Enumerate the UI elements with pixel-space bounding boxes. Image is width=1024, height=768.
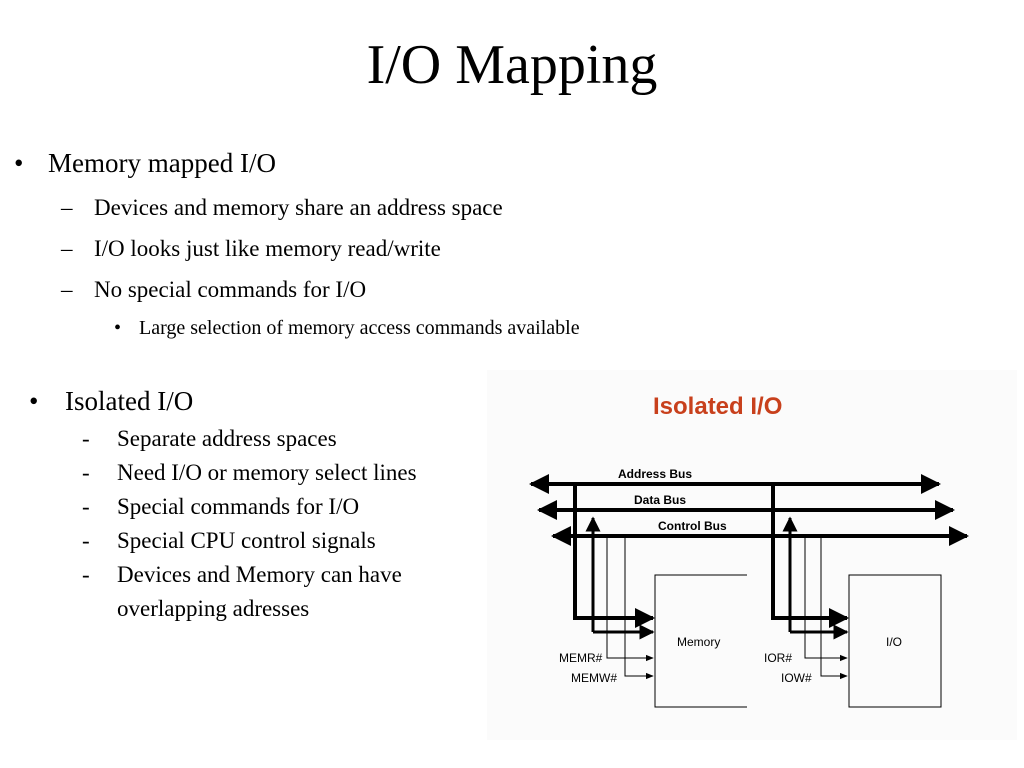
list-item: No special commands for I/O — [94, 277, 367, 302]
section-heading-isolated-io: Isolated I/O — [65, 386, 194, 416]
diagram-title: Isolated I/O — [653, 393, 782, 420]
control-bus-label: Control Bus — [658, 519, 727, 533]
list-item-continuation: overlapping adresses — [117, 596, 310, 621]
bullet-endash: – — [61, 277, 73, 302]
io-label: I/O — [886, 635, 902, 649]
list-item: I/O looks just like memory read/write — [94, 236, 441, 261]
ior-line — [804, 536, 848, 662]
bullet-dot: • — [29, 386, 39, 416]
memory-label: Memory — [677, 635, 720, 649]
bullet-dash: - — [82, 528, 90, 553]
list-item: Need I/O or memory select lines — [117, 460, 417, 485]
list-item: Special CPU control signals — [117, 528, 376, 553]
io-box — [848, 574, 942, 708]
iow-label: IOW# — [781, 671, 812, 685]
io-address-connection — [771, 484, 849, 628]
list-item: Special commands for I/O — [117, 494, 360, 519]
bullet-dash: - — [82, 460, 90, 485]
isolated-io-diagram: Isolated I/O Address Bus Data Bus Contro… — [487, 370, 1017, 740]
bullet-dot: • — [14, 148, 24, 178]
list-subitem: Large selection of memory access command… — [139, 317, 580, 339]
address-bus-label: Address Bus — [618, 467, 692, 481]
slide-title: I/O Mapping — [366, 34, 658, 96]
section-heading-memory-mapped: Memory mapped I/O — [48, 148, 276, 178]
bullet-endash: – — [61, 236, 73, 261]
bullet-endash: – — [61, 195, 73, 220]
memory-address-connection — [573, 484, 655, 628]
memr-label: MEMR# — [559, 651, 603, 665]
ior-label: IOR# — [764, 651, 792, 665]
memw-line — [624, 536, 654, 680]
list-item: Devices and memory share an address spac… — [94, 195, 503, 220]
memw-label: MEMW# — [571, 671, 617, 685]
memr-line — [606, 536, 654, 662]
iow-line — [820, 536, 848, 680]
list-item: Separate address spaces — [117, 426, 337, 451]
data-bus-label: Data Bus — [634, 493, 686, 507]
diagram-svg: Isolated I/O Address Bus Data Bus Contro… — [529, 393, 969, 708]
bullet-dash: - — [82, 562, 90, 587]
bullet-dash: - — [82, 494, 90, 519]
bullet-dot: • — [114, 317, 122, 339]
list-item: Devices and Memory can have — [117, 562, 402, 587]
memory-box — [654, 574, 747, 708]
bullet-dash: - — [82, 426, 90, 451]
